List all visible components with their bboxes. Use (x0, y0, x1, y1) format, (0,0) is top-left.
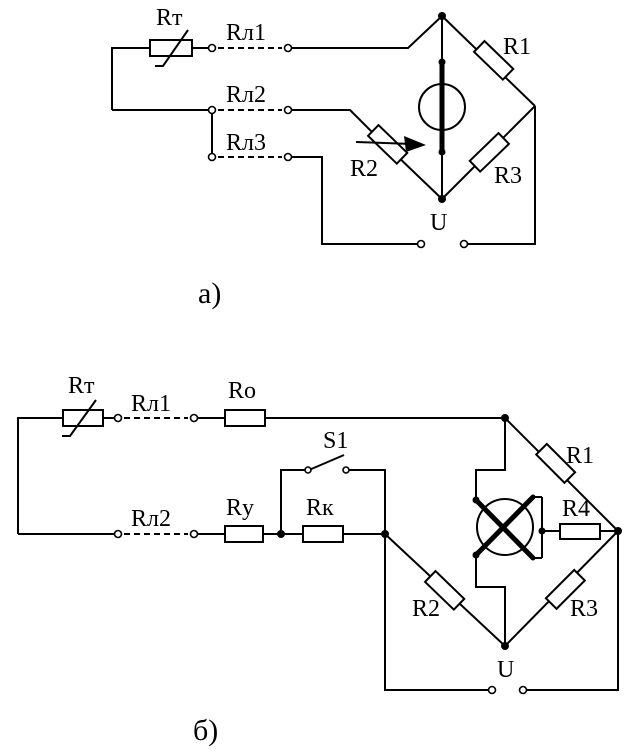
resistor-r4-b (559, 523, 601, 540)
wire-rl2-to-r2 (288, 109, 371, 131)
resistor-r3-b (544, 568, 587, 611)
terminal-u-right (459, 239, 469, 249)
wire-rl1-to-bridge-top (288, 15, 443, 49)
label-ro: Ro (228, 378, 256, 404)
terminal-s1-left (304, 466, 312, 474)
wire-left-rail-top (111, 47, 150, 110)
label-rl3: Rл3 (226, 130, 266, 156)
wires-b (17, 417, 619, 691)
rt-nonlinear-mark (62, 399, 97, 437)
terminal-u-left (416, 239, 426, 249)
node-bridge-top (501, 414, 509, 422)
resistor-ry (224, 525, 264, 543)
label-r2: R2 (412, 596, 440, 622)
terminal (189, 413, 199, 423)
diagram-a: Rт Rл1 Rл2 Rл3 R1 R2 R3 U а) (111, 5, 536, 310)
thermistor-rt-a (149, 29, 193, 67)
resistor-r3-a (468, 131, 511, 174)
wire-s1-right (346, 469, 386, 534)
terminal (283, 43, 293, 53)
terminal (207, 43, 217, 53)
label-rt: Rт (156, 5, 183, 31)
thermistor-rt-b (62, 399, 104, 437)
node-bridge-bottom (438, 195, 446, 203)
label-rl1: Rл1 (226, 20, 266, 46)
label-rt: Rт (68, 373, 95, 399)
node-bridge-right (614, 527, 622, 535)
terminal (189, 529, 199, 539)
r2-body (366, 123, 409, 166)
label-s1: S1 (323, 428, 348, 454)
switch-s1-blade (308, 454, 345, 471)
wire-right-to-u (464, 106, 536, 245)
label-rl2: Rл2 (226, 82, 266, 108)
label-r1: R1 (566, 443, 594, 469)
wire-right-to-u (527, 531, 619, 691)
terminal-u-left (487, 685, 497, 695)
label-ry: Rу (226, 495, 254, 521)
label-r4: R4 (562, 496, 590, 522)
terminal (207, 105, 217, 115)
wire-meter-bottom (475, 555, 506, 646)
resistor-rk (302, 525, 344, 543)
label-r2: R2 (350, 156, 378, 182)
label-u: U (497, 657, 514, 683)
node-r4-left (538, 527, 546, 535)
label-r3: R3 (494, 163, 522, 189)
label-u: U (430, 210, 447, 236)
terminal (113, 529, 123, 539)
caption-a: а) (198, 277, 221, 310)
resistor-r2-b (423, 569, 466, 612)
caption-b: б) (193, 714, 218, 747)
resistor-ro (224, 409, 266, 427)
label-rl1: Rл1 (131, 391, 171, 417)
resistor-r2-variable-a (355, 123, 426, 166)
wire-s1-left (280, 469, 308, 534)
label-rk: Rк (306, 495, 334, 521)
wire-left-rail (17, 417, 63, 534)
terminal (283, 152, 293, 162)
terminals-b (113, 413, 528, 695)
wire-node-to-u (384, 534, 488, 691)
resistor-r1-a (472, 39, 515, 82)
label-r3: R3 (570, 596, 598, 622)
node-switch-left (277, 530, 285, 538)
terminal-s1-right (342, 466, 350, 474)
rt-nonlinear-mark (155, 29, 189, 67)
wire-meter-top (475, 418, 506, 500)
node-bridge-bottom (501, 642, 509, 650)
terminal (207, 152, 217, 162)
r2-arrow-head (404, 136, 426, 152)
terminals-a (207, 43, 469, 249)
label-rl2: Rл2 (131, 506, 171, 532)
wire-rl3-to-u (288, 156, 421, 245)
ratiometer-b (473, 494, 536, 561)
label-r1: R1 (503, 34, 531, 60)
node-bridge-left (381, 530, 389, 538)
terminal-u-right (518, 685, 528, 695)
ratiometer-coil-2 (473, 494, 536, 558)
node-bridge-top (438, 12, 446, 20)
terminal (283, 105, 293, 115)
diagram-b: Rт Rл1 Ro S1 Rл2 Rу Rк R1 R2 R3 R4 U б) (17, 373, 622, 747)
resistor-r1-b (534, 442, 577, 485)
galvanometer-a (418, 59, 466, 155)
terminal (113, 413, 123, 423)
r2-arrow-shaft (355, 141, 413, 145)
